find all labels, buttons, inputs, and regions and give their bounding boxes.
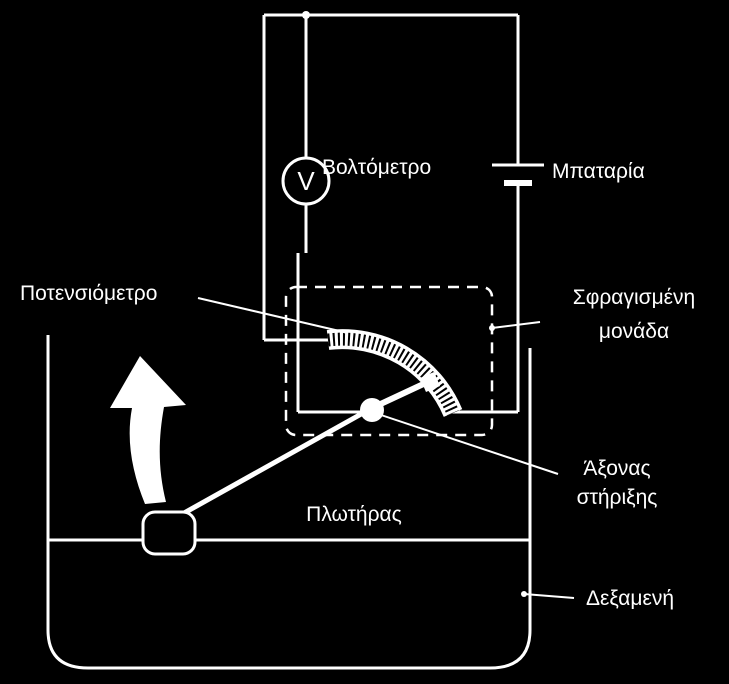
wiper-contact xyxy=(420,372,440,392)
voltmeter-label: Βολτόμετρο xyxy=(322,156,431,179)
tank-label: Δεξαμενή xyxy=(586,587,674,610)
battery-symbol xyxy=(492,163,544,186)
sealed-unit-label-line2: μονάδα xyxy=(599,320,669,343)
potentiometer-label: Ποτενσιόμετρο xyxy=(20,282,157,305)
junction-dot xyxy=(302,11,310,19)
sealed-unit-label-line1: Σφραγισμένη xyxy=(573,286,695,309)
pivot-label-line1: Άξονας xyxy=(583,457,650,480)
leader-lines xyxy=(197,297,575,599)
potentiometer-arc-hatching xyxy=(327,332,459,416)
sealed-unit-box xyxy=(284,285,494,437)
wiper-arm xyxy=(370,377,434,411)
up-arrow-icon xyxy=(110,356,186,504)
voltmeter-v-letter: V xyxy=(297,166,315,196)
pivot-label-line2: στήριξης xyxy=(577,486,658,509)
battery-label: Μπαταρία xyxy=(552,160,645,183)
float-label: Πλωτήρας xyxy=(306,503,402,526)
sealed-unit-dot xyxy=(489,325,495,331)
voltmeter-symbol xyxy=(281,156,331,206)
tank-outline xyxy=(46,335,532,670)
pivot-point xyxy=(360,398,384,422)
tank-dot xyxy=(521,591,527,597)
float xyxy=(141,510,197,556)
float-arm xyxy=(166,405,374,525)
